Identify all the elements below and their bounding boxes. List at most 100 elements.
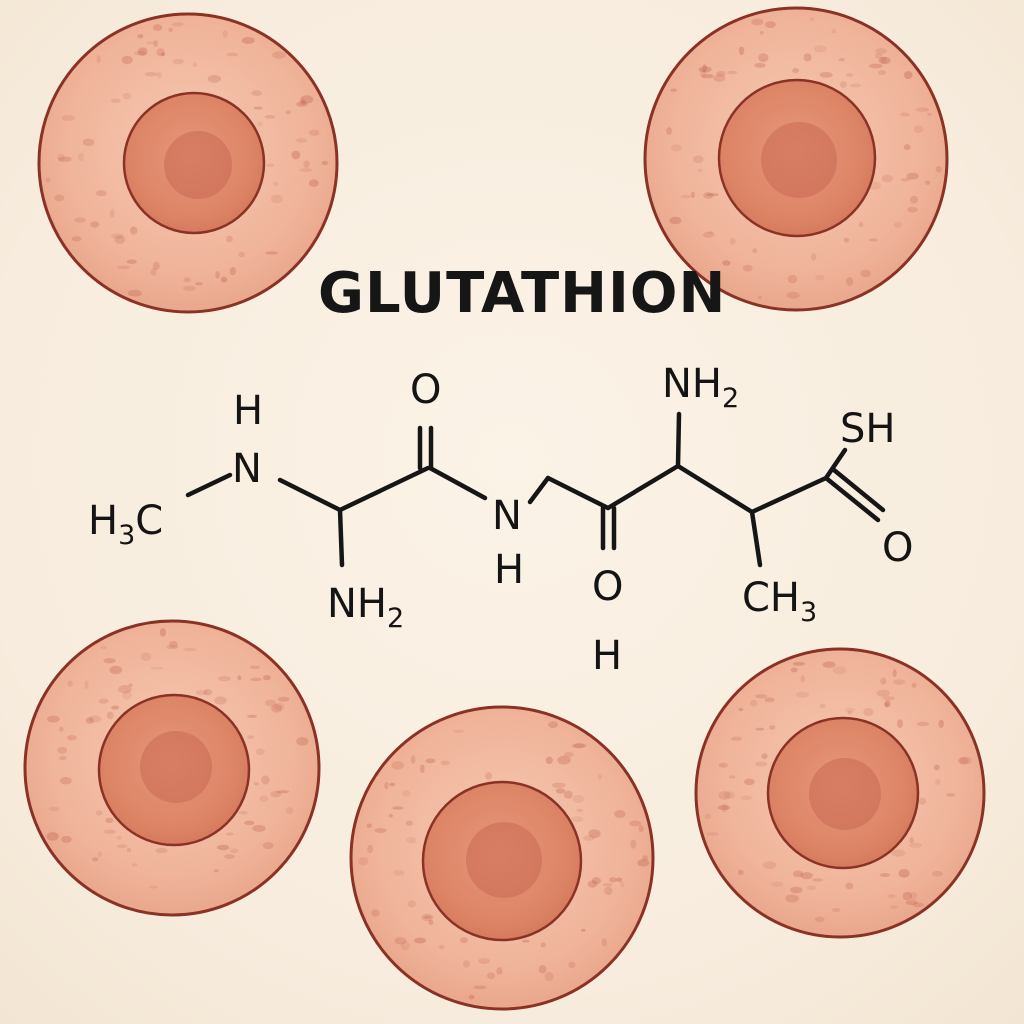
cytoplasm-speckle	[878, 70, 886, 76]
title: GLUTATHION	[318, 261, 726, 326]
cytoplasm-speckle	[165, 645, 179, 650]
cytoplasm-speckle	[907, 206, 918, 213]
cytoplasm-speckle	[215, 271, 220, 279]
cytoplasm-speckle	[394, 937, 407, 945]
cytoplasm-speckle	[792, 67, 799, 74]
cytoplasm-speckle	[843, 237, 850, 243]
cytoplasm-speckle	[588, 829, 601, 838]
bond	[675, 411, 682, 469]
cytoplasm-speckle	[758, 53, 769, 62]
cytoplasm-speckle	[71, 236, 82, 242]
cytoplasm-speckle	[847, 710, 853, 715]
cytoplasm-speckle	[570, 816, 584, 823]
cytoplasm-speckle	[839, 81, 847, 88]
cytoplasm-speckle	[216, 844, 230, 851]
cytoplasm-speckle	[213, 869, 219, 873]
cytoplasm-speckle	[270, 790, 282, 798]
bond	[605, 463, 681, 511]
cytoplasm-speckle	[697, 169, 703, 173]
cytoplasm-speckle	[597, 773, 602, 780]
cell	[37, 12, 339, 314]
cytoplasm-speckle	[692, 155, 704, 163]
cytoplasm-speckle	[680, 194, 692, 199]
cytoplasm-speckle	[230, 848, 239, 853]
cytoplasm-speckle	[938, 719, 944, 729]
cytoplasm-speckle	[906, 172, 919, 180]
cytoplasm-speckle	[576, 808, 584, 813]
cytoplasm-speckle	[880, 677, 887, 685]
cytoplasm-speckle	[814, 45, 827, 53]
cytoplasm-speckle	[908, 842, 923, 848]
cytoplasm-speckle	[308, 129, 320, 136]
cytoplasm-speckle	[793, 870, 803, 878]
cytoplasm-speckle	[277, 696, 290, 702]
cytoplasm-speckle	[214, 696, 227, 705]
cytoplasm-speckle	[96, 55, 101, 64]
cytoplasm-speckle	[690, 191, 696, 199]
cytoplasm-speckle	[912, 902, 924, 908]
cytoplasm-speckle	[148, 885, 158, 889]
cytoplasm-speckle	[878, 56, 891, 65]
cytoplasm-speckle	[868, 63, 883, 69]
cytoplasm-speckle	[61, 835, 72, 843]
cytoplasm-speckle	[276, 790, 290, 794]
bond	[527, 475, 551, 505]
cytoplasm-speckle	[958, 757, 969, 765]
cytoplasm-speckle	[563, 752, 574, 757]
cytoplasm-speckle	[459, 937, 468, 944]
cytoplasm-speckle	[155, 847, 168, 854]
cytoplasm-speckle	[296, 101, 308, 107]
cytoplasm-speckle	[226, 52, 239, 57]
cytoplasm-speckle	[49, 806, 60, 812]
cytoplasm-speckle	[555, 788, 566, 794]
cytoplasm-speckle	[666, 127, 672, 135]
cytoplasm-speckle	[876, 689, 890, 697]
cytoplasm-speckle	[414, 937, 427, 944]
cytoplasm-speckle	[892, 669, 897, 678]
cytoplasm-speckle	[160, 52, 166, 56]
cytoplasm-speckle	[724, 791, 736, 799]
cytoplasm-speckle	[737, 869, 744, 876]
cytoplasm-speckle	[58, 156, 72, 162]
cytoplasm-speckle	[718, 762, 728, 768]
cytoplasm-speckle	[271, 704, 283, 713]
cytoplasm-speckle	[771, 881, 784, 888]
cytoplasm-speckle	[54, 194, 65, 202]
cytoplasm-speckle	[126, 259, 137, 264]
cytoplasm-speckle	[96, 190, 107, 197]
cytoplasm-speckle	[255, 748, 265, 755]
cytoplasm-speckle	[116, 844, 127, 848]
cytoplasm-speckle	[59, 726, 64, 732]
cytoplasm-speckle	[759, 31, 764, 35]
cytoplasm-speckle	[755, 727, 765, 731]
cytoplasm-speckle	[580, 928, 586, 932]
cytoplasm-speckle	[425, 758, 436, 764]
cytoplasm-speckle	[946, 793, 956, 797]
bond	[185, 472, 233, 498]
atom-sh: SH	[840, 406, 895, 452]
cytoplasm-speckle	[103, 658, 116, 664]
cytoplasm-speckle	[768, 725, 776, 730]
cytoplasm-speckle	[67, 680, 73, 687]
cytoplasm-speckle	[925, 180, 931, 185]
cytoplasm-speckle	[270, 194, 283, 204]
cytoplasm-speckle	[300, 95, 314, 104]
cytoplasm-speckle	[909, 891, 918, 901]
cytoplasm-speckle	[207, 75, 221, 83]
molecule-bonds	[185, 411, 886, 568]
cytoplasm-speckle	[61, 115, 75, 121]
cytoplasm-speckle	[122, 92, 132, 100]
cytoplasm-speckle	[85, 717, 94, 724]
cytoplasm-speckle	[931, 870, 943, 877]
cytoplasm-speckle	[253, 106, 263, 110]
cytoplasm-speckle	[959, 756, 973, 765]
cytoplasm-speckle	[496, 967, 503, 975]
bond	[337, 465, 431, 513]
atom-h-mid: H	[494, 547, 524, 593]
atom-h-lower: H	[592, 633, 622, 679]
atom-n-left: N	[232, 446, 262, 492]
cytoplasm-speckle	[844, 707, 856, 713]
cytoplasm-speckle	[262, 842, 274, 849]
cytoplasm-speckle	[172, 58, 184, 65]
bond	[831, 467, 886, 513]
